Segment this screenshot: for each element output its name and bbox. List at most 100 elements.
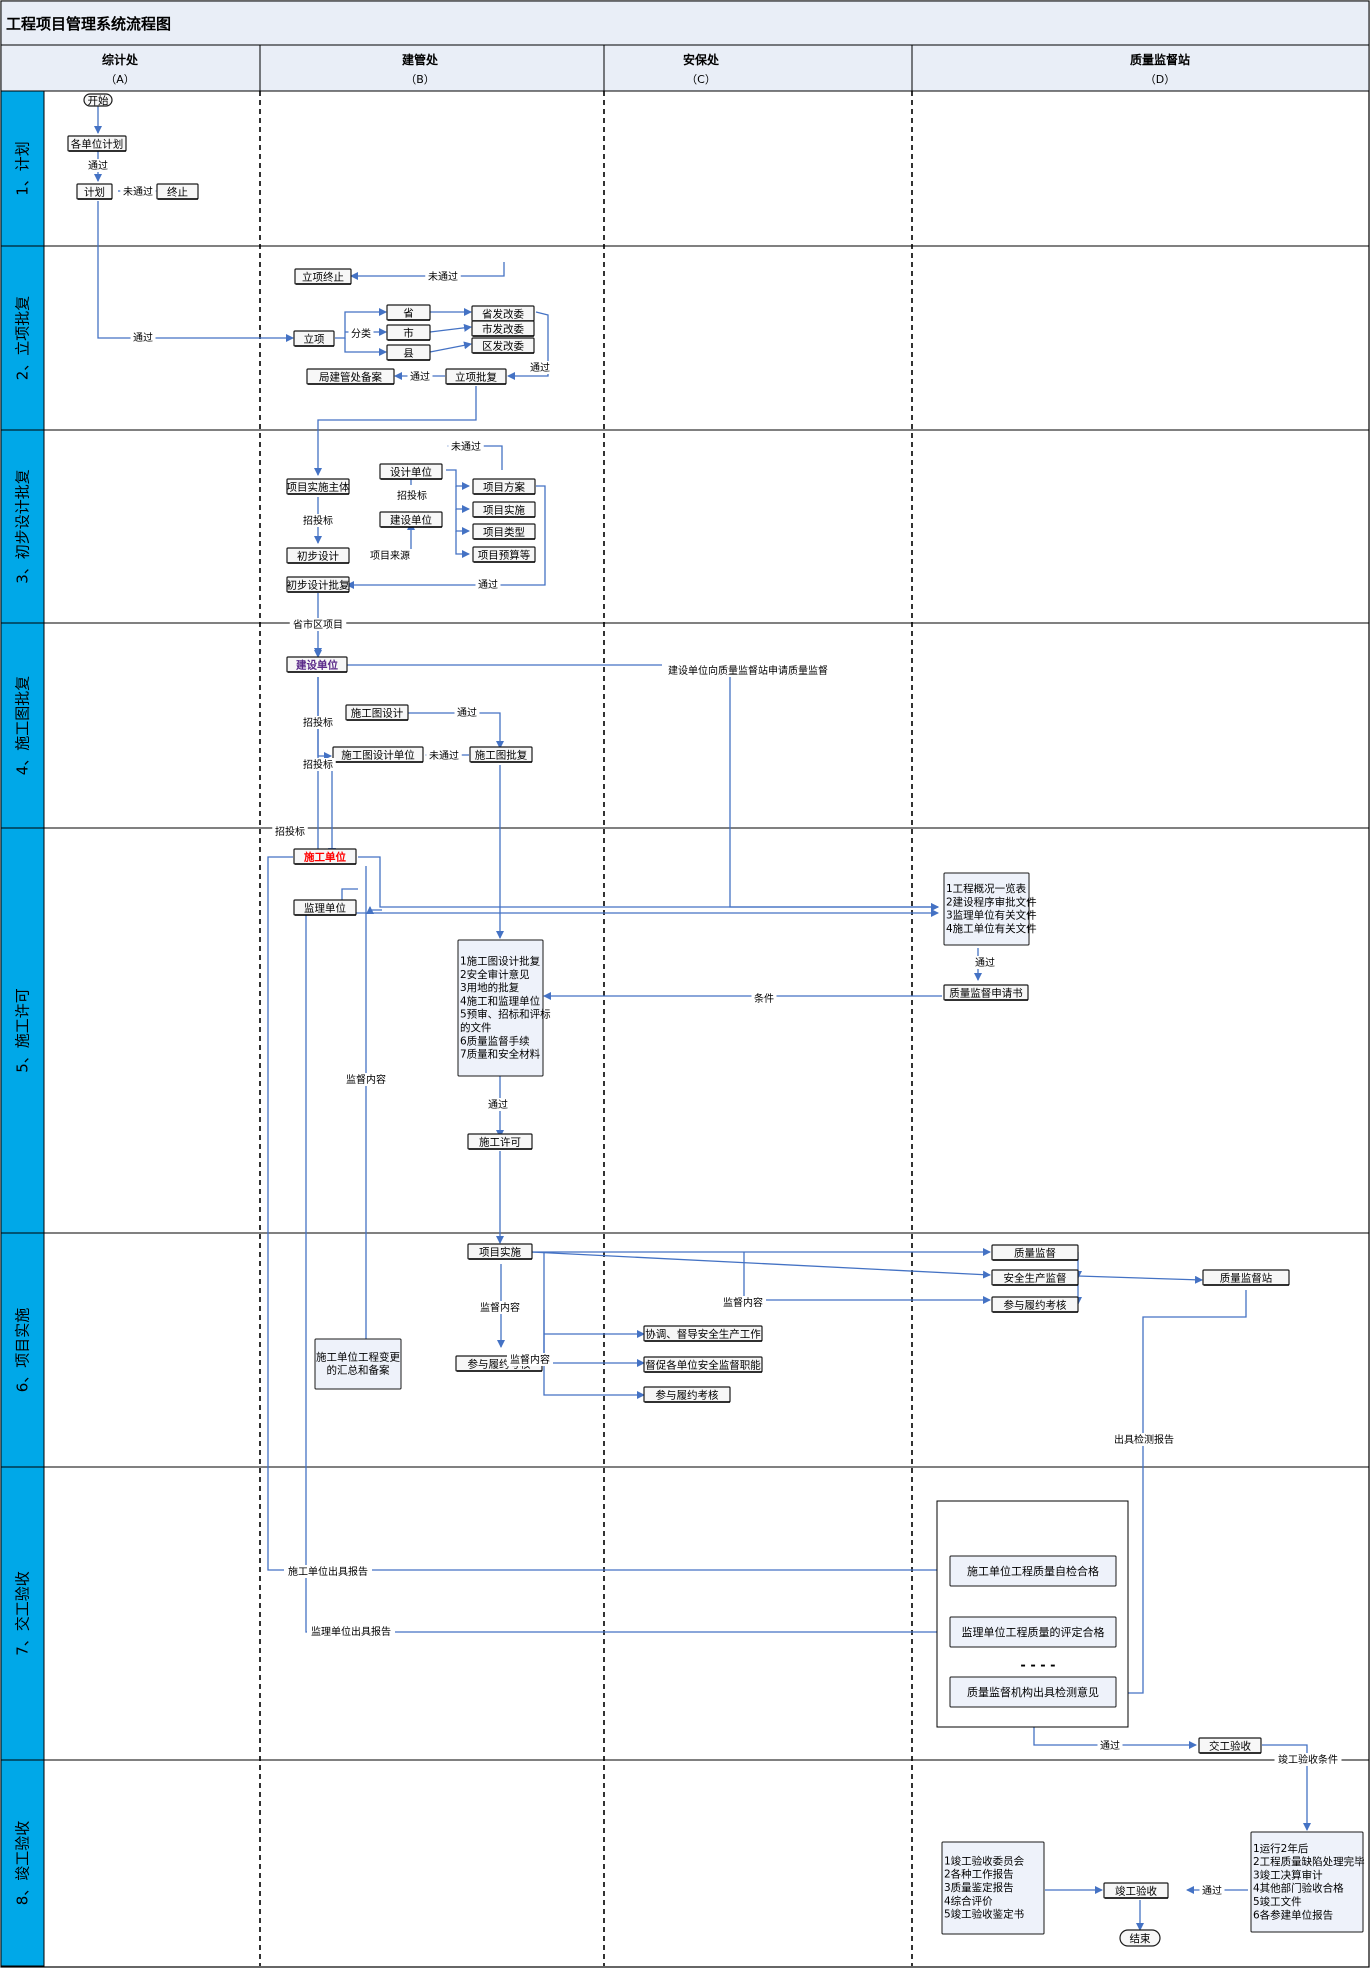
node-text: 安全生产监督 [1004, 1272, 1067, 1285]
node-zljdz: 质量监督站 [1202, 1269, 1290, 1286]
node-sgxk: 施工许可 [467, 1133, 533, 1150]
node-text: 施工单位 [304, 851, 346, 864]
edge-label-text: 未通过 [429, 749, 459, 762]
node-box [1250, 1831, 1364, 1933]
node-text: 项目类型 [483, 526, 525, 539]
edge-label-text: 监理单位出具报告 [311, 1625, 391, 1638]
node-text-line: 3监理单位有关文件 [946, 909, 1037, 922]
node-xmys: 项目预算等 [472, 546, 536, 563]
node-text-line: 5竣工验收鉴定书 [944, 1908, 1024, 1921]
node-sgtpf: 施工图批复 [469, 746, 533, 763]
flow-connector [366, 906, 382, 914]
node-text-line: 4其他部门验收合格 [1253, 1882, 1344, 1895]
edge-label: 出具检测报告 [1110, 1433, 1178, 1446]
node-text: 项目实施 [479, 1246, 521, 1259]
edge-label-text: 通过 [488, 1098, 508, 1111]
edge-label: 通过 [1097, 1739, 1123, 1752]
node-text-line: 6质量监督手续 [460, 1034, 530, 1047]
flow-connector [335, 308, 387, 339]
node-box [941, 1841, 1045, 1935]
flow-connector [317, 677, 332, 760]
column-code: （A） [105, 73, 135, 86]
node-dcdw: 督促各单位安全监督职能 [643, 1356, 763, 1373]
edge-label: 条件 [751, 992, 777, 1005]
node-box [949, 1555, 1117, 1587]
node-text-line: 1竣工验收委员会 [944, 1854, 1025, 1867]
edge-label: 竣工验收条件 [1274, 1753, 1342, 1766]
edge-label-bg [662, 664, 834, 677]
node-text: 施工图设计 [351, 707, 404, 720]
node-qufg: 区发改委 [471, 337, 535, 354]
flow-connector [1119, 1290, 1247, 1697]
node-text-line: 4综合评价 [944, 1894, 993, 1907]
phase-label: 8、竣工验收 [14, 1821, 32, 1906]
edge-label-bg [1274, 1753, 1342, 1766]
node-text: 初步设计批复 [287, 579, 350, 592]
node-text: 项目实施 [483, 504, 525, 517]
node-cyly1: 参与履约考核 [991, 1296, 1079, 1313]
flow-connector [314, 386, 477, 476]
node-text-line: 4施工单位有关文件 [946, 922, 1037, 935]
edge-label: 项目来源 [367, 549, 413, 562]
node-text: 施工单位工程质量自检合格 [967, 1564, 1099, 1578]
edge-label-text: 通过 [457, 706, 477, 719]
edge-label-bg [720, 1296, 766, 1309]
node-plan-units: 各单位计划 [67, 135, 127, 152]
node-text-line: 3竣工决算审计 [1253, 1868, 1323, 1881]
edge-label-bg [475, 578, 501, 591]
edge-label-bg [477, 1301, 523, 1314]
node-shifg: 市发改委 [471, 320, 535, 337]
node-text-line: 的汇总和备案 [327, 1364, 390, 1377]
flow-connector [530, 1251, 991, 1279]
flow-connector [376, 712, 504, 749]
node-text-line: 4施工和监理单位 [460, 994, 541, 1007]
edge-label: 通过 [85, 159, 111, 172]
phase-label: 4、施工图批复 [14, 676, 32, 776]
node-lixiang: 立项 [293, 330, 335, 347]
edge-label: 通过 [454, 706, 480, 719]
flow-connector [358, 856, 939, 911]
flow-connector [1077, 1275, 1203, 1284]
node-text-line: 6各参建单位报告 [1253, 1908, 1333, 1921]
node-text: 立项 [304, 333, 325, 346]
node-text-line: 1工程概况一览表 [946, 882, 1027, 895]
column-code: （C） [686, 73, 716, 86]
column-code: （D） [1145, 73, 1175, 86]
node-sgdw: 施工单位 [293, 848, 357, 865]
node-text: 建设单位 [295, 659, 338, 672]
node-text-line: 2建设程序审批文件 [946, 895, 1037, 908]
node-text: 市发改委 [482, 323, 524, 336]
edge-label: 通过 [485, 1098, 511, 1111]
edge-label-bg [426, 749, 462, 762]
edge-label-text: 建设单位向质量监督站申请质量监督 [668, 664, 828, 677]
edge-label: 招投标 [300, 514, 336, 527]
node-text: 立项终止 [302, 271, 344, 284]
node-text: 设计单位 [390, 466, 432, 479]
node-text: 施工许可 [479, 1136, 521, 1149]
node-text: 项目实施主体 [287, 481, 350, 494]
edge-label-text: 招投标 [397, 489, 427, 502]
edge-label-text: 通过 [530, 361, 550, 374]
edge-label: 通过 [407, 370, 433, 383]
node-text-line: 3用地的批复 [460, 981, 520, 994]
flow-connector [1262, 1744, 1311, 1831]
edge-label-text: 监督内容 [723, 1296, 763, 1309]
node-text: 初步设计 [297, 550, 339, 563]
edge-label-bg [289, 618, 347, 631]
flow-connector [1033, 1727, 1197, 1749]
node-text: 立项批复 [455, 371, 497, 384]
node-text: 项目预算等 [478, 549, 531, 562]
node-stop: 终止 [156, 183, 199, 200]
edge-label-bg [1110, 1433, 1178, 1446]
page-title: 工程项目管理系统流程图 [6, 15, 171, 33]
node-text-line: 3质量鉴定报告 [944, 1881, 1014, 1894]
node-text: 质量监督申请书 [949, 987, 1023, 1000]
node-shi: 市 [386, 324, 431, 341]
node-aqjd: 安全生产监督 [991, 1269, 1079, 1286]
edge-label: 监督内容 [720, 1296, 766, 1309]
node-xmss3: 项目实施 [467, 1243, 533, 1260]
edge-label-bg [394, 489, 430, 502]
edge-label: 通过 [1199, 1884, 1225, 1897]
node-text-line: 2各种工作报告 [944, 1868, 1014, 1881]
node-text-line: 5预审、招标和评标 [460, 1008, 551, 1021]
